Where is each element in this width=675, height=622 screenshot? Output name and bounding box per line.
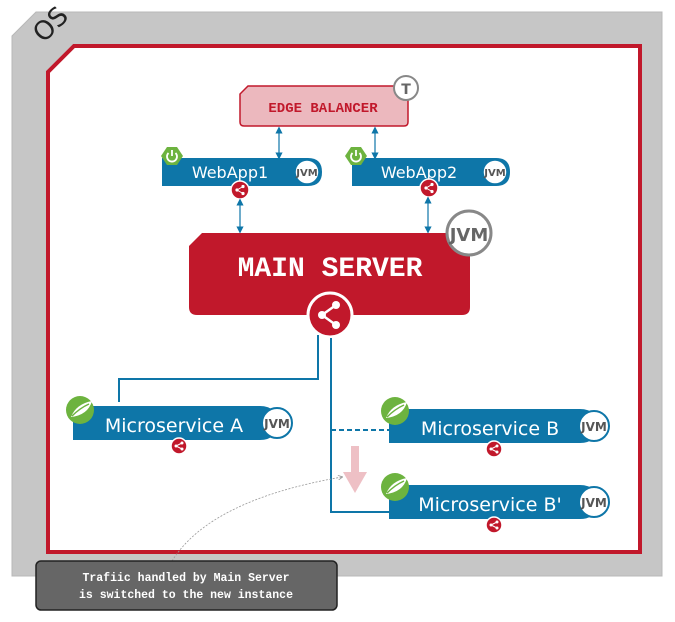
share-icon <box>306 291 354 339</box>
microservice-b-prime-label: Microservice B' <box>418 494 562 516</box>
callout-note: Trafiic handled by Main Server is switch… <box>35 560 338 611</box>
spring-leaf-icon <box>381 397 409 425</box>
jvm-badge: JVM <box>445 209 493 257</box>
jvm-badge-text: JVM <box>580 420 607 434</box>
microservice-a-node[interactable]: Microservice A JVM <box>66 396 293 455</box>
jvm-badge-text: JVM <box>483 168 505 179</box>
share-icon <box>419 178 439 198</box>
main-to-microservice-a-connector <box>118 335 319 402</box>
main-to-microservice-b-prime-connector <box>330 338 392 513</box>
main-server-node[interactable]: MAIN SERVER JVM <box>189 209 493 339</box>
jvm-badge: JVM <box>578 410 610 442</box>
jvm-badge: JVM <box>261 407 293 439</box>
microservice-b-node[interactable]: Microservice B JVM <box>381 397 610 458</box>
webapp2-node[interactable]: WebApp2 JVM <box>345 147 510 198</box>
jvm-badge-text: JVM <box>580 496 607 510</box>
jvm-badge: JVM <box>294 159 320 185</box>
callout-pointer <box>171 477 342 562</box>
microservice-b-prime-node[interactable]: Microservice B' JVM <box>381 473 610 534</box>
share-icon <box>485 440 503 458</box>
jvm-badge-text: JVM <box>448 225 489 246</box>
webapp1-label: WebApp1 <box>192 163 268 182</box>
webapp2-label: WebApp2 <box>381 163 457 182</box>
microservice-a-label: Microservice A <box>105 415 243 437</box>
spring-leaf-icon <box>66 396 94 424</box>
jvm-badge-text: JVM <box>263 417 290 431</box>
share-icon <box>485 516 503 534</box>
edge-balancer-badge: T <box>393 75 419 101</box>
share-icon <box>170 437 188 455</box>
callout-line-1: Trafiic handled by Main Server <box>82 572 289 585</box>
main-server-label: MAIN SERVER <box>238 254 423 285</box>
spring-boot-power-icon <box>345 147 367 165</box>
jvm-badge-text: JVM <box>295 168 317 179</box>
callout-line-2: is switched to the new instance <box>79 589 293 602</box>
microservice-b-label: Microservice B <box>421 418 559 440</box>
switch-arrow-icon <box>343 446 367 493</box>
tool-badge-text: T <box>401 82 411 98</box>
share-icon <box>230 180 250 200</box>
jvm-badge: JVM <box>482 159 508 185</box>
webapp1-node[interactable]: WebApp1 JVM <box>161 147 322 200</box>
jvm-badge: JVM <box>578 486 610 518</box>
spring-leaf-icon <box>381 473 409 501</box>
edge-balancer-label: EDGE BALANCER <box>268 101 378 117</box>
edge-balancer[interactable]: EDGE BALANCER T <box>239 75 419 127</box>
spring-boot-power-icon <box>161 147 183 165</box>
